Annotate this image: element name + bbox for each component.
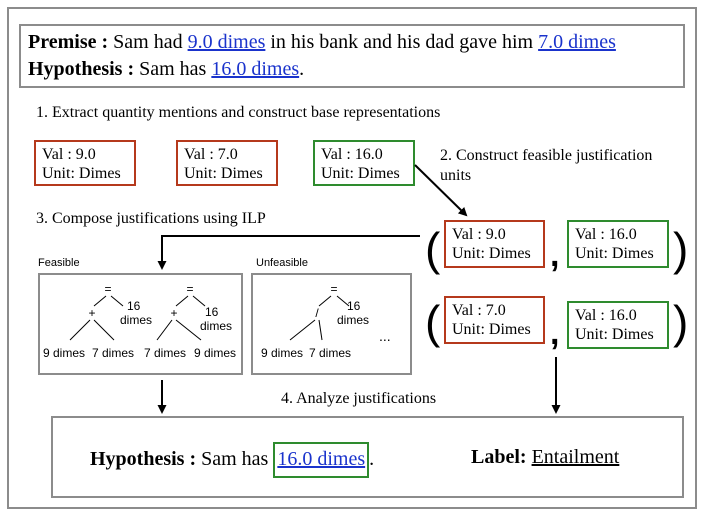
result-hypothesis-quantity: 16.0 dimes: [277, 448, 366, 470]
step1-title: 1. Extract quantity mentions and constru…: [36, 104, 441, 121]
pair2-left-unit: Unit: Dimes: [452, 321, 531, 338]
premise-text-2: in his bank and his dad gave him: [265, 31, 539, 53]
pair1-right-val: Val : 16.0: [575, 226, 637, 243]
pair2-right-val: Val : 16.0: [575, 307, 637, 324]
step3-title: 3. Compose justifications using ILP: [36, 210, 266, 227]
step2-line1: 2. Construct feasible justification: [440, 147, 653, 164]
base-quantity-16-unit: Unit: Dimes: [321, 165, 400, 182]
pair1-left-unit: Unit: Dimes: [452, 245, 531, 262]
base-quantity-7-val: Val : 7.0: [184, 146, 238, 163]
base-quantity-9-unit: Unit: Dimes: [42, 165, 121, 182]
base-quantity-9-val: Val : 9.0: [42, 146, 96, 163]
feasible-label: Feasible: [38, 257, 80, 269]
premise-label: Premise :: [28, 31, 109, 53]
pair2-left-val: Val : 7.0: [452, 302, 506, 319]
pair1-comma: ,: [550, 236, 560, 274]
result-hypothesis-quantity-box: 16.0 dimes: [273, 442, 370, 478]
unfeasible-box: [251, 273, 412, 375]
result-hypothesis-label: Hypothesis :: [90, 448, 197, 470]
base-quantity-7: Val : 7.0 Unit: Dimes: [176, 140, 278, 186]
hypothesis-quantity: 16.0 dimes: [211, 58, 300, 80]
pair2-comma: ,: [550, 314, 560, 352]
feasible-box: [38, 273, 243, 375]
step2-line2: units: [440, 167, 472, 184]
pair1-left-quantity: Val : 9.0 Unit: Dimes: [444, 220, 545, 268]
result-box: [51, 416, 684, 498]
hypothesis-label: Hypothesis :: [28, 58, 135, 80]
result-hypothesis-text: Sam has: [196, 448, 274, 470]
base-quantity-16: Val : 16.0 Unit: Dimes: [313, 140, 415, 186]
pair1-left-val: Val : 9.0: [452, 226, 506, 243]
premise-hypothesis-box: Premise : Sam had 9.0 dimes in his bank …: [19, 24, 685, 88]
step4-title: 4. Analyze justifications: [281, 390, 437, 407]
pair1-open-paren: (: [425, 223, 441, 275]
premise-quantity-2: 7.0 dimes: [538, 31, 616, 53]
pair2-right-unit: Unit: Dimes: [575, 326, 654, 343]
result-hypothesis-end: .: [369, 448, 375, 470]
base-quantity-9: Val : 9.0 Unit: Dimes: [34, 140, 136, 186]
unfeasible-label: Unfeasible: [256, 257, 308, 269]
result-label-key: Label:: [471, 446, 527, 468]
pair2-open-paren: (: [425, 296, 441, 348]
step2-title: 2. Construct feasible justification unit…: [440, 146, 652, 186]
hypothesis-line: Hypothesis : Sam has 16.0 dimes.: [28, 56, 676, 83]
outer-frame: [7, 7, 697, 509]
result-label: Label: Entailment: [471, 444, 619, 470]
pair2-left-quantity: Val : 7.0 Unit: Dimes: [444, 296, 545, 344]
base-quantity-16-val: Val : 16.0: [321, 146, 383, 163]
pair1-close-paren: ): [673, 223, 689, 275]
premise-text-1: Sam had: [108, 31, 188, 53]
result-hypothesis: Hypothesis : Sam has 16.0 dimes.: [90, 442, 375, 478]
pair2-right-quantity: Val : 16.0 Unit: Dimes: [567, 301, 669, 349]
pair1-right-unit: Unit: Dimes: [575, 245, 654, 262]
hypothesis-text-2: .: [299, 58, 305, 80]
premise-line: Premise : Sam had 9.0 dimes in his bank …: [28, 29, 676, 56]
result-label-value: Entailment: [531, 446, 620, 468]
pair2-close-paren: ): [673, 296, 689, 348]
hypothesis-text-1: Sam has: [134, 58, 212, 80]
pair1-right-quantity: Val : 16.0 Unit: Dimes: [567, 220, 669, 268]
premise-quantity-1: 9.0 dimes: [187, 31, 266, 53]
base-quantity-7-unit: Unit: Dimes: [184, 165, 263, 182]
